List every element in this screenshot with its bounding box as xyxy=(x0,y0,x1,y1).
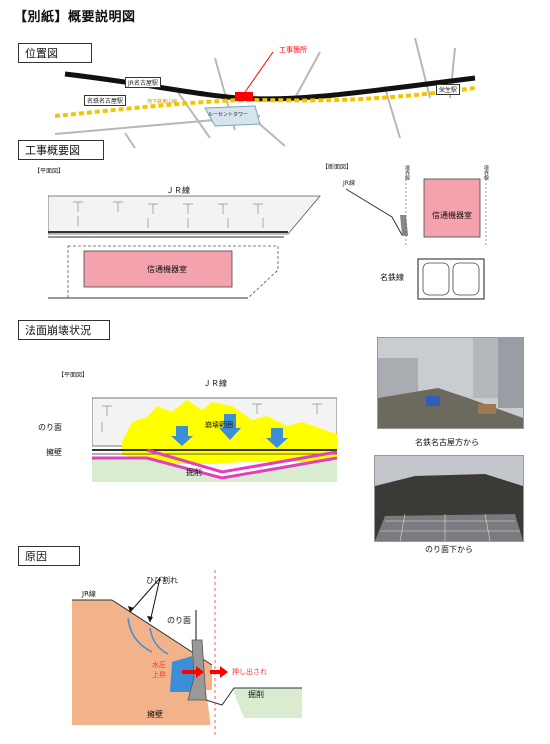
overview-section-label: 【断面図】 xyxy=(322,164,353,171)
overview-section-jr: JR線 xyxy=(343,180,355,187)
location-map xyxy=(55,38,476,148)
overview-plan-diagram xyxy=(48,195,321,299)
photo-from-slope-below xyxy=(374,455,524,542)
cause-slope-label: のり面 xyxy=(167,616,191,625)
lucent-tower-label: ルーセントタワー xyxy=(208,112,249,118)
overview-plan-label: 【平面図】 xyxy=(34,168,65,175)
room-section xyxy=(423,178,481,238)
section-title-cause: 原因 xyxy=(18,546,80,566)
water-pressure-label-2: 上昇 xyxy=(152,671,166,679)
soil-shape xyxy=(72,600,212,725)
photo-from-meitetsu-side xyxy=(377,337,524,429)
sako-station-label: 栄生駅 xyxy=(436,84,461,95)
water-pressure-label-1: 水圧 xyxy=(152,661,166,669)
construction-site-label: 工事箇所 xyxy=(279,46,307,54)
cause-wall-label: 擁壁 xyxy=(147,710,163,719)
boundary-label-2: 境界線 xyxy=(483,165,489,180)
push-arrow xyxy=(182,666,204,678)
collapse-arrows xyxy=(171,414,288,448)
cause-diagram xyxy=(72,570,302,735)
construction-site-marker xyxy=(235,92,253,101)
boundary-label-1: 境界線 xyxy=(404,165,410,180)
collapse-area-label: 崩壊範囲 xyxy=(205,421,233,429)
room-plan xyxy=(83,250,233,288)
cause-excavation-label: 掘削 xyxy=(248,690,264,699)
collapse-jr-line: ＪＲ線 xyxy=(203,379,227,388)
photo1-caption: 名鉄名古屋方から xyxy=(415,438,479,447)
overview-jr-line: ＪＲ線 xyxy=(166,186,190,195)
overview-room-plan: 信通機器室 xyxy=(147,265,187,274)
meitetsu-nagoya-label: 名鉄名古屋駅 xyxy=(84,95,127,106)
collapse-plan-diagram xyxy=(92,397,337,482)
overview-section-diagram xyxy=(345,175,487,300)
roads xyxy=(55,38,456,148)
collapse-plan-label: 【平面図】 xyxy=(58,372,89,379)
photo2-caption: のり面下から xyxy=(425,545,473,554)
subway-label: 地下鉄東山線 xyxy=(147,99,178,105)
cause-jr-line: JR線 xyxy=(82,590,96,598)
page-title: 【別紙】概要説明図 xyxy=(14,10,136,25)
lucent-tower-shape xyxy=(204,105,261,127)
section-title-overview: 工事概要図 xyxy=(18,140,104,160)
overview-room-section: 信通機器室 xyxy=(432,211,472,220)
pushed-out-label: 押し出され xyxy=(232,668,267,676)
collapse-wall-label: 擁壁 xyxy=(46,448,62,457)
collapse-slope-label: のり面 xyxy=(38,423,62,432)
collapse-excavation-label: 掘削 xyxy=(186,468,202,477)
section-title-collapse: 法面崩壊状況 xyxy=(18,320,110,340)
section-title-location: 位置図 xyxy=(18,43,92,63)
overview-meitetsu-line: 名鉄線 xyxy=(380,273,404,282)
collapse-edge-line xyxy=(146,448,337,474)
jr-nagoya-label: JR名古屋駅 xyxy=(125,77,161,88)
cause-crack-label: ひび割れ xyxy=(146,576,178,585)
